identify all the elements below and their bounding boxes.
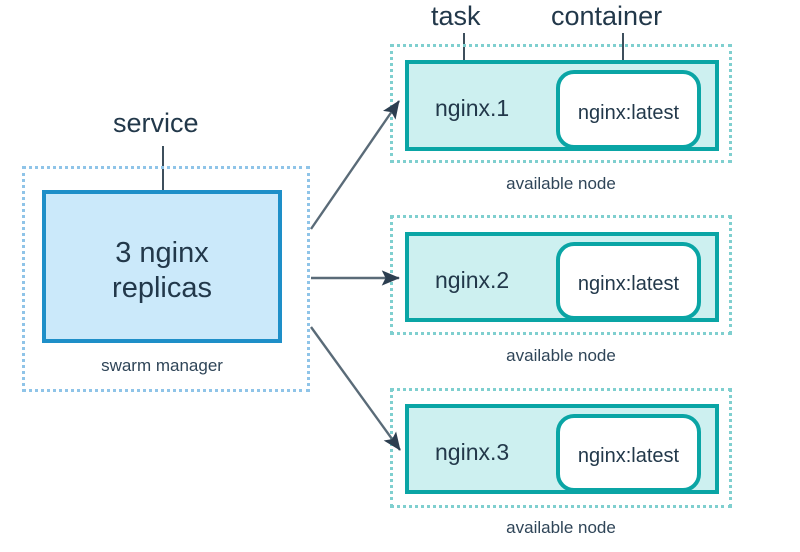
container-label-3: nginx:latest bbox=[577, 445, 680, 467]
container-label-2: nginx:latest bbox=[577, 273, 680, 295]
swarm-manager-caption: swarm manager bbox=[101, 356, 223, 375]
leader-line-service bbox=[162, 146, 164, 230]
arrow-service-to-node-1 bbox=[310, 100, 400, 230]
task-label-3: nginx.3 bbox=[435, 439, 510, 465]
service-box[interactable]: 3 nginx replicas bbox=[42, 190, 282, 343]
callout-label-container: container bbox=[551, 1, 663, 31]
swarm-manager-boundary bbox=[22, 166, 310, 392]
task-box-3[interactable]: nginx.3 nginx:latest bbox=[405, 404, 719, 494]
task-label-1: nginx.1 bbox=[435, 95, 510, 121]
task-label-2: nginx.2 bbox=[435, 267, 510, 293]
service-replicas-line2: replicas bbox=[112, 272, 212, 305]
task-box-1[interactable]: nginx.1 nginx:latest bbox=[405, 60, 719, 151]
available-node-caption-1: available node bbox=[506, 174, 616, 193]
container-label-1: nginx:latest bbox=[577, 102, 680, 124]
callout-label-task: task bbox=[431, 1, 481, 31]
service-replicas-line1: 3 nginx bbox=[115, 237, 209, 269]
leader-line-task bbox=[463, 33, 465, 85]
container-box-2[interactable]: nginx:latest bbox=[556, 242, 701, 320]
container-box-1[interactable]: nginx:latest bbox=[556, 70, 701, 149]
container-box-3[interactable]: nginx:latest bbox=[556, 414, 701, 492]
available-node-caption-2: available node bbox=[506, 346, 616, 365]
callout-label-service: service bbox=[113, 108, 199, 138]
arrow-service-to-node-3 bbox=[310, 326, 401, 451]
available-node-caption-3: available node bbox=[506, 518, 616, 537]
task-box-2[interactable]: nginx.2 nginx:latest bbox=[405, 232, 719, 322]
